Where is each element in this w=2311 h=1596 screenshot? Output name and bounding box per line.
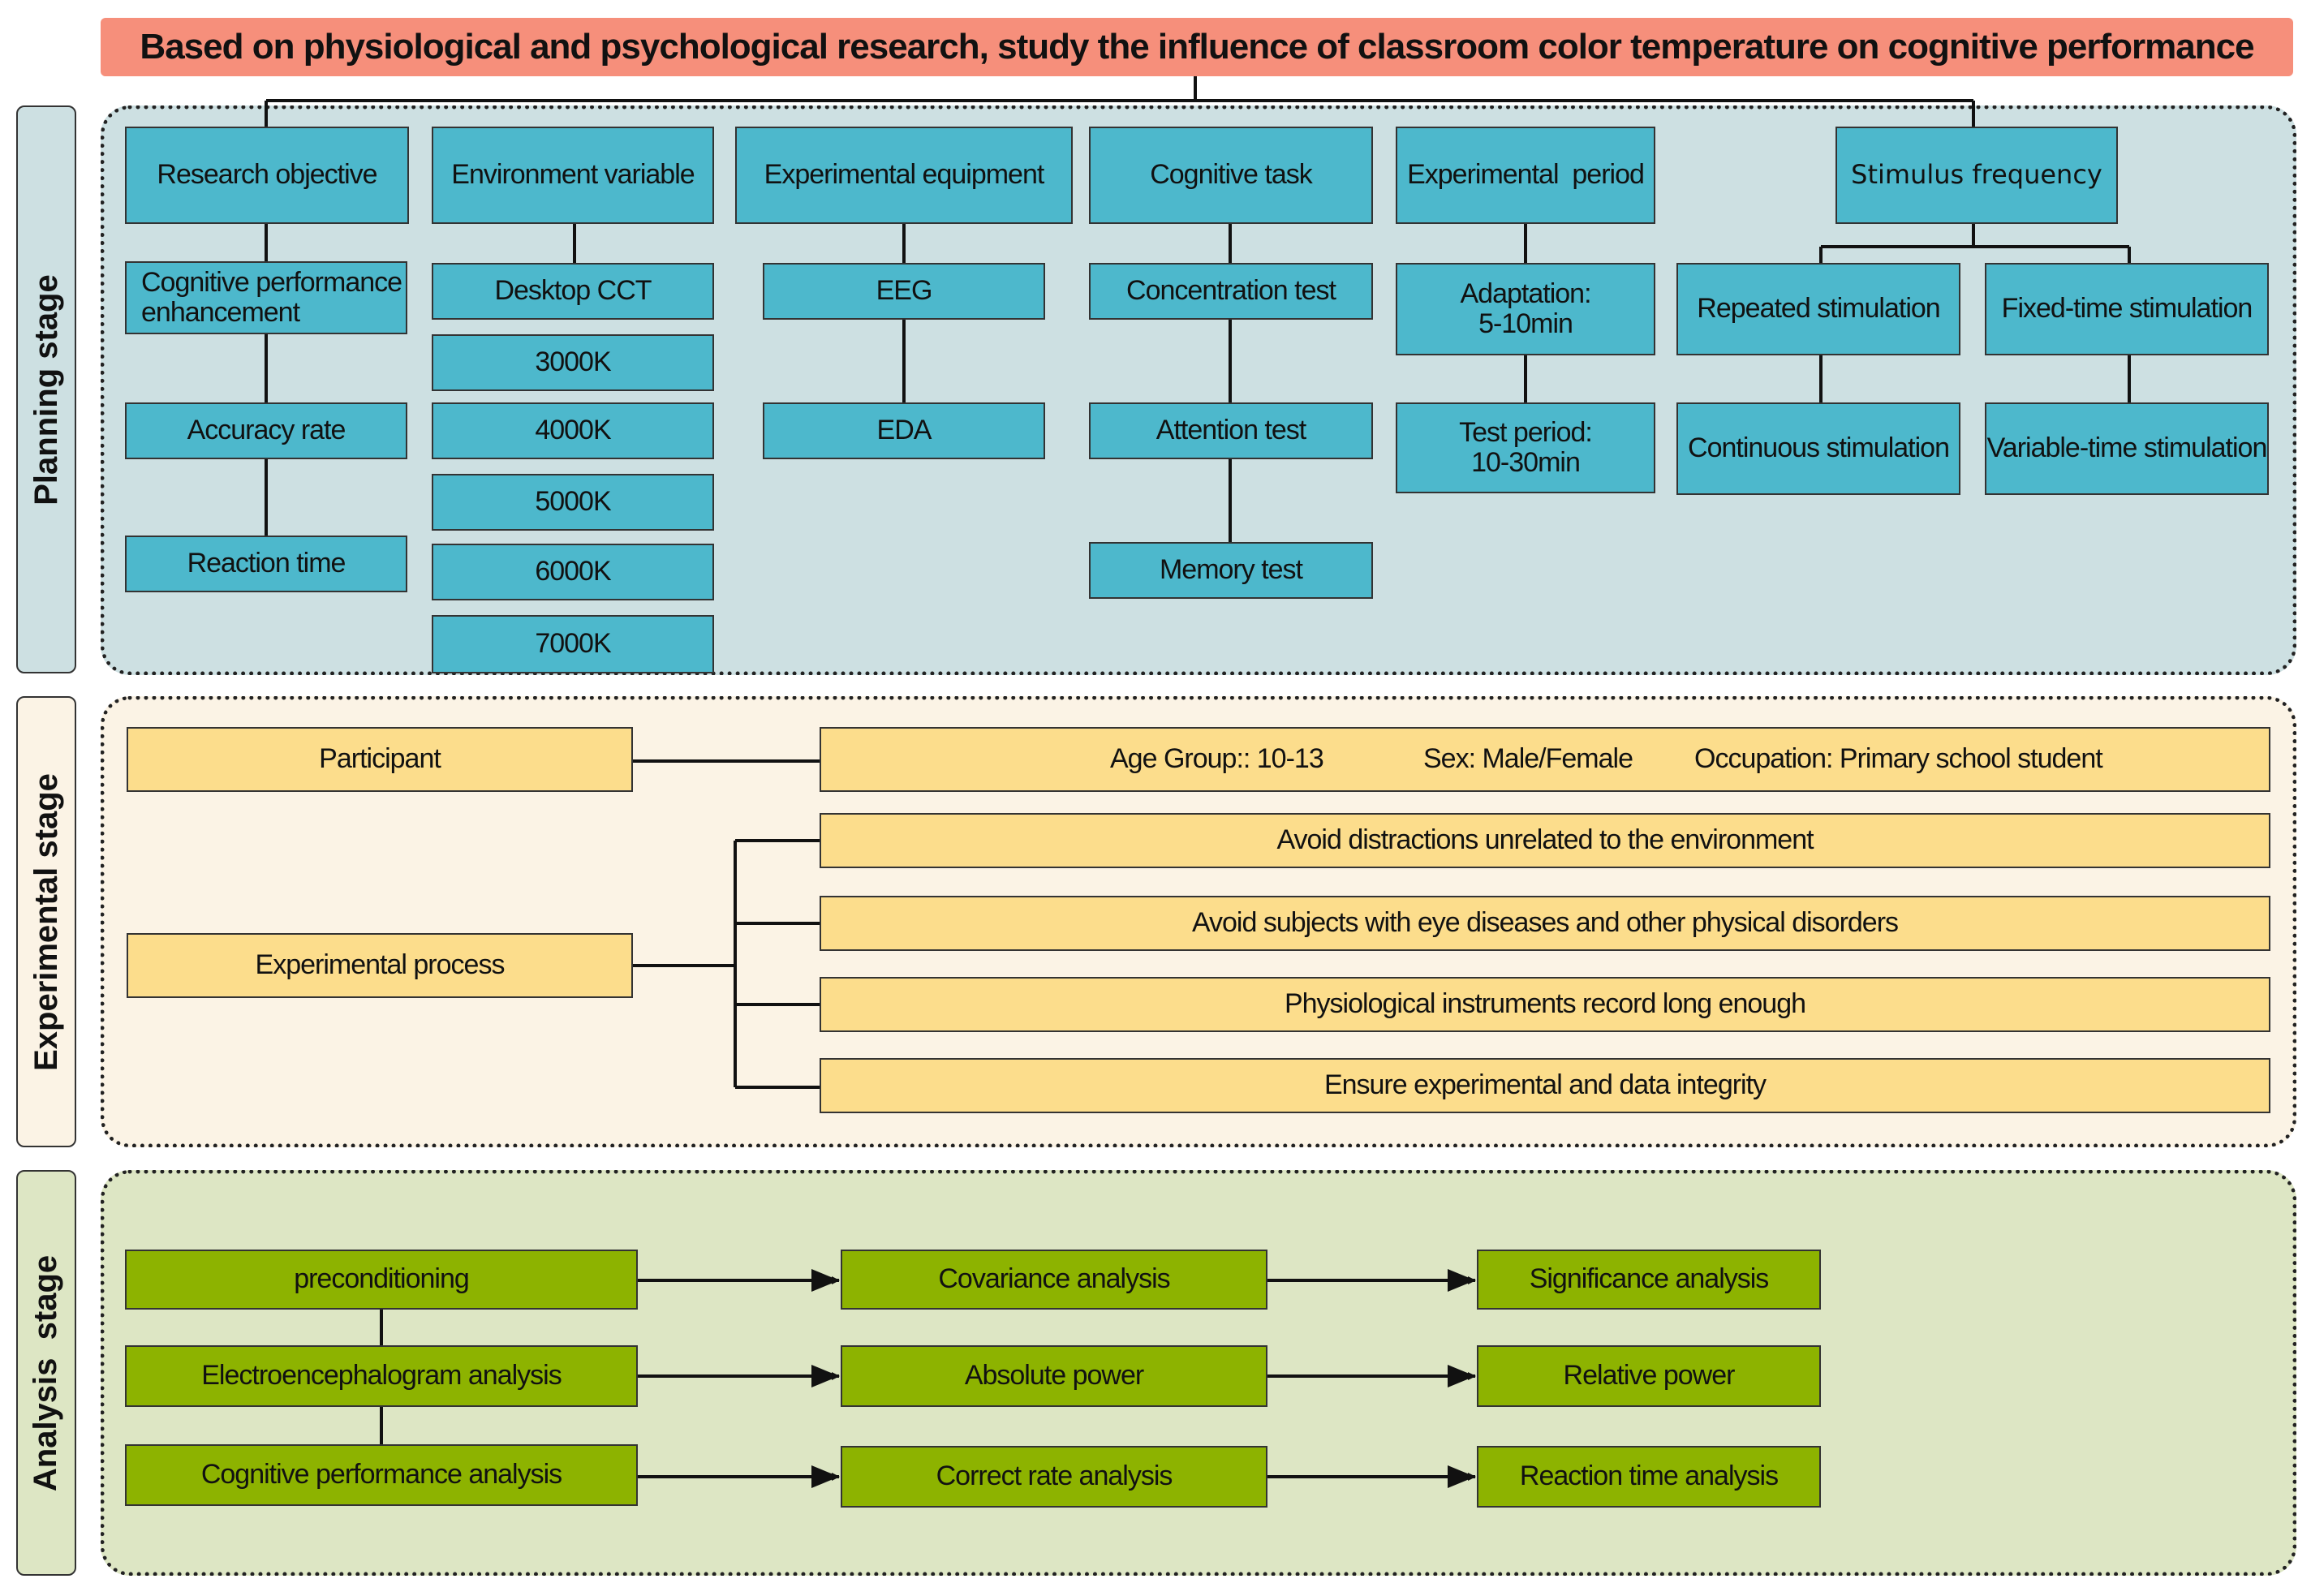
analysis-box: Reaction time analysis <box>1477 1446 1821 1508</box>
analysis-box: Cognitive performance analysis <box>125 1444 638 1506</box>
environment-variable-item: 3000K <box>432 334 714 391</box>
environment-variable-item: Desktop CCT <box>432 263 714 320</box>
participant-occupation: Occupation: Primary school student <box>1694 743 2103 775</box>
experimental-period-item: Test period: 10-30min <box>1396 402 1655 493</box>
environment-variable-item: 5000K <box>432 474 714 531</box>
analysis-box: Covariance analysis <box>841 1250 1267 1310</box>
analysis-box: Absolute power <box>841 1345 1267 1407</box>
page-title: Based on physiological and psychological… <box>101 18 2293 76</box>
analysis-box: Significance analysis <box>1477 1250 1821 1310</box>
stimulus-frequency-item: Repeated stimulation <box>1676 263 1960 355</box>
experimental-equipment-header: Experimental equipment <box>735 127 1073 224</box>
environment-variable-item: 6000K <box>432 544 714 600</box>
stimulus-frequency-item: Continuous stimulation <box>1676 402 1960 495</box>
research-objective-item: Accuracy rate <box>125 402 407 459</box>
environment-variable-item: 7000K <box>432 615 714 673</box>
participant-info-box: Age Group:: 10-13 Sex: Male/Female Occup… <box>820 727 2270 792</box>
analysis-stage-label: Analysis stage <box>16 1170 76 1576</box>
experimental-process-box: Experimental process <box>127 933 633 998</box>
participant-box: Participant <box>127 727 633 792</box>
stimulus-frequency-item: Variable-time stimulation <box>1985 402 2269 495</box>
research-objective-item: Reaction time <box>125 536 407 592</box>
analysis-box: Correct rate analysis <box>841 1446 1267 1508</box>
process-item: Physiological instruments record long en… <box>820 977 2270 1032</box>
process-item: Ensure experimental and data integrity <box>820 1058 2270 1113</box>
experimental-period-header: Experimental period <box>1396 127 1655 224</box>
stimulus-frequency-item: Fixed-time stimulation <box>1985 263 2269 355</box>
stimulus-frequency-header: Stimulus frequency <box>1835 127 2118 224</box>
experimental-equipment-item: EDA <box>763 402 1045 459</box>
process-item: Avoid subjects with eye diseases and oth… <box>820 896 2270 951</box>
participant-age: Age Group:: 10-13 <box>1110 743 1324 775</box>
analysis-box: preconditioning <box>125 1250 638 1310</box>
experimental-period-item: Adaptation: 5-10min <box>1396 263 1655 355</box>
cognitive-task-item: Attention test <box>1089 402 1373 459</box>
experimental-equipment-item: EEG <box>763 263 1045 320</box>
environment-variable-header: Environment variable <box>432 127 714 224</box>
analysis-box: Relative power <box>1477 1345 1821 1407</box>
environment-variable-item: 4000K <box>432 402 714 459</box>
planning-stage-label: Planning stage <box>16 105 76 673</box>
process-item: Avoid distractions unrelated to the envi… <box>820 813 2270 868</box>
cognitive-task-item: Concentration test <box>1089 263 1373 320</box>
analysis-box: Electroencephalogram analysis <box>125 1345 638 1407</box>
experimental-stage-label: Experimental stage <box>16 696 76 1147</box>
cognitive-task-item: Memory test <box>1089 542 1373 599</box>
research-objective-item: Cognitive performance enhancement <box>125 261 407 334</box>
participant-sex: Sex: Male/Female <box>1423 743 1633 775</box>
research-objective-header: Research objective <box>125 127 409 224</box>
cognitive-task-header: Cognitive task <box>1089 127 1373 224</box>
arrowheads <box>811 1269 1475 1488</box>
